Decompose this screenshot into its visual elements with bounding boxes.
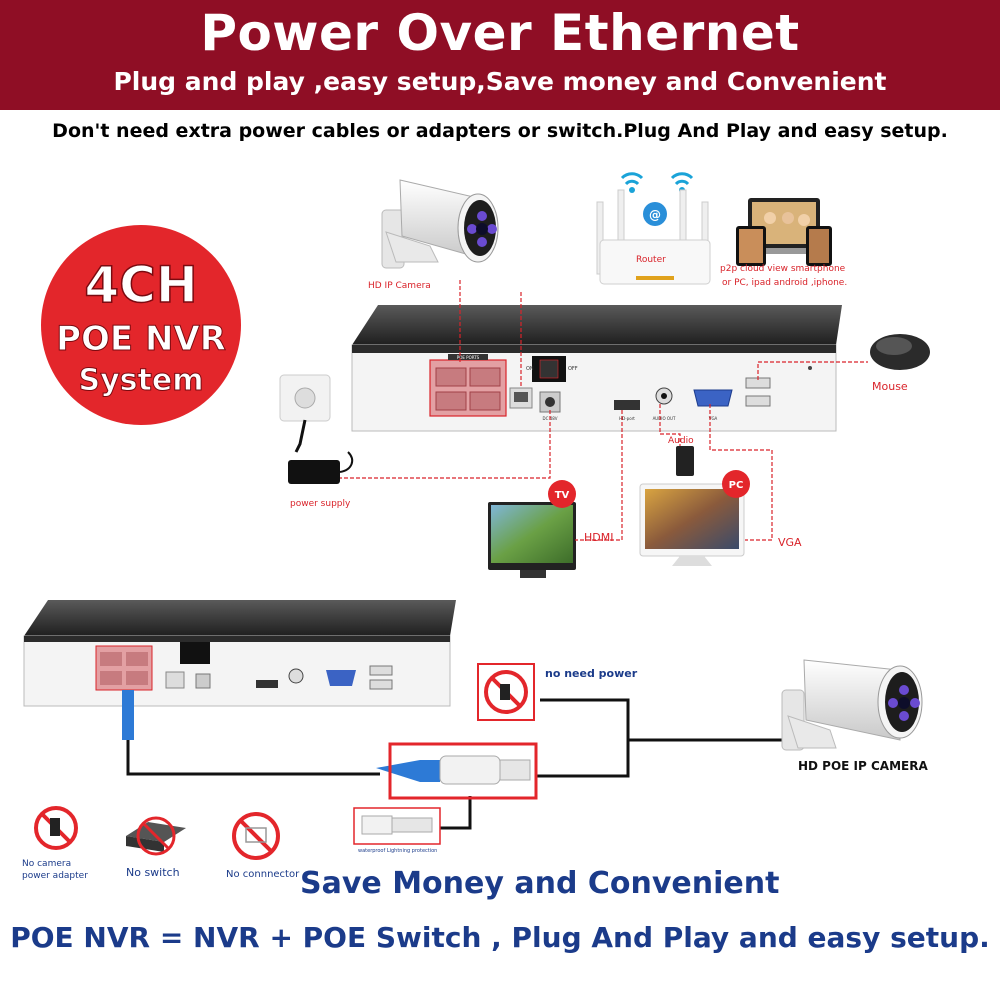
bottom-cable-lines — [126, 698, 790, 830]
power-label: power supply — [290, 499, 351, 509]
audio-out-label: AUDIO OUT — [653, 416, 676, 421]
save-money-caption: Save Money and Convenient — [300, 866, 780, 901]
camera-label: HD IP Camera — [368, 281, 431, 291]
tv-icon: TV — [488, 480, 576, 578]
bottom-camera-label: HD POE IP CAMERA — [798, 759, 928, 773]
no-need-power-label: no need power — [545, 667, 638, 680]
mouse-label: Mouse — [872, 380, 908, 393]
protection-plug-icon — [353, 807, 441, 845]
icon-label-3: No connnector — [226, 869, 300, 880]
router-caption-line2: or PC, ipad android ,iphone. — [722, 278, 847, 288]
router-label: Router — [636, 255, 666, 265]
no-power-icon — [477, 663, 535, 721]
router-caption-line1: p2p cloud view smartphone — [720, 264, 846, 274]
banner-subtitle: Plug and play ,easy setup,Save money and… — [113, 67, 887, 96]
poe-splitter-icon — [388, 742, 538, 800]
pc-badge: PC — [729, 480, 744, 491]
no-switch-icon — [126, 816, 186, 856]
vga-label: VGA — [778, 536, 802, 549]
icon-label-1-line1: No camera — [22, 859, 71, 869]
audio-label: Audio — [668, 436, 694, 446]
vga-port-label: VGA — [709, 416, 718, 421]
badge-line-2: POE NVR — [56, 319, 226, 359]
off-label: OFF — [568, 366, 578, 372]
poe-ports-label: POE PORTS — [457, 355, 480, 360]
system-badge: 4CH POE NVR System — [41, 225, 241, 425]
tv-badge: TV — [555, 490, 570, 501]
hdmi-label: HDMI — [584, 531, 613, 544]
hd-port-label: HD-port — [619, 416, 635, 421]
top-connection-lines — [340, 280, 868, 541]
bottom-nvr-icon — [23, 600, 456, 707]
devices-icon — [736, 198, 832, 266]
power-supply-icon — [279, 374, 354, 484]
icon-label-2: No switch — [126, 866, 180, 879]
icon-label-1-line2: power adapter — [22, 871, 88, 881]
title-banner — [0, 0, 1000, 110]
no-adapter-icon — [34, 806, 78, 850]
bottom-camera-icon — [781, 659, 923, 751]
equation-caption: POE NVR = NVR + POE Switch , Plug And Pl… — [10, 921, 990, 954]
on-label: ON — [526, 366, 534, 372]
badge-line-3: System — [79, 363, 204, 398]
speaker-icon — [676, 446, 694, 476]
page-subtitle: Don't need extra power cables or adapter… — [52, 120, 948, 142]
pc-monitor-icon: PC — [639, 470, 750, 566]
svg-text:@: @ — [649, 208, 661, 222]
network-cable-icon — [122, 690, 440, 782]
mouse-icon — [870, 334, 930, 370]
badge-line-1: 4CH — [84, 256, 197, 314]
no-connector-icon — [232, 812, 280, 860]
protection-label: waterproof Lightning protection — [358, 848, 437, 854]
router-icon: @ — [596, 172, 711, 285]
banner-title: Power Over Ethernet — [200, 4, 800, 62]
camera-icon — [381, 179, 499, 269]
top-nvr-icon: POE PORTS ON OFF DC 48V HD-port AUDIO OU… — [351, 305, 842, 432]
